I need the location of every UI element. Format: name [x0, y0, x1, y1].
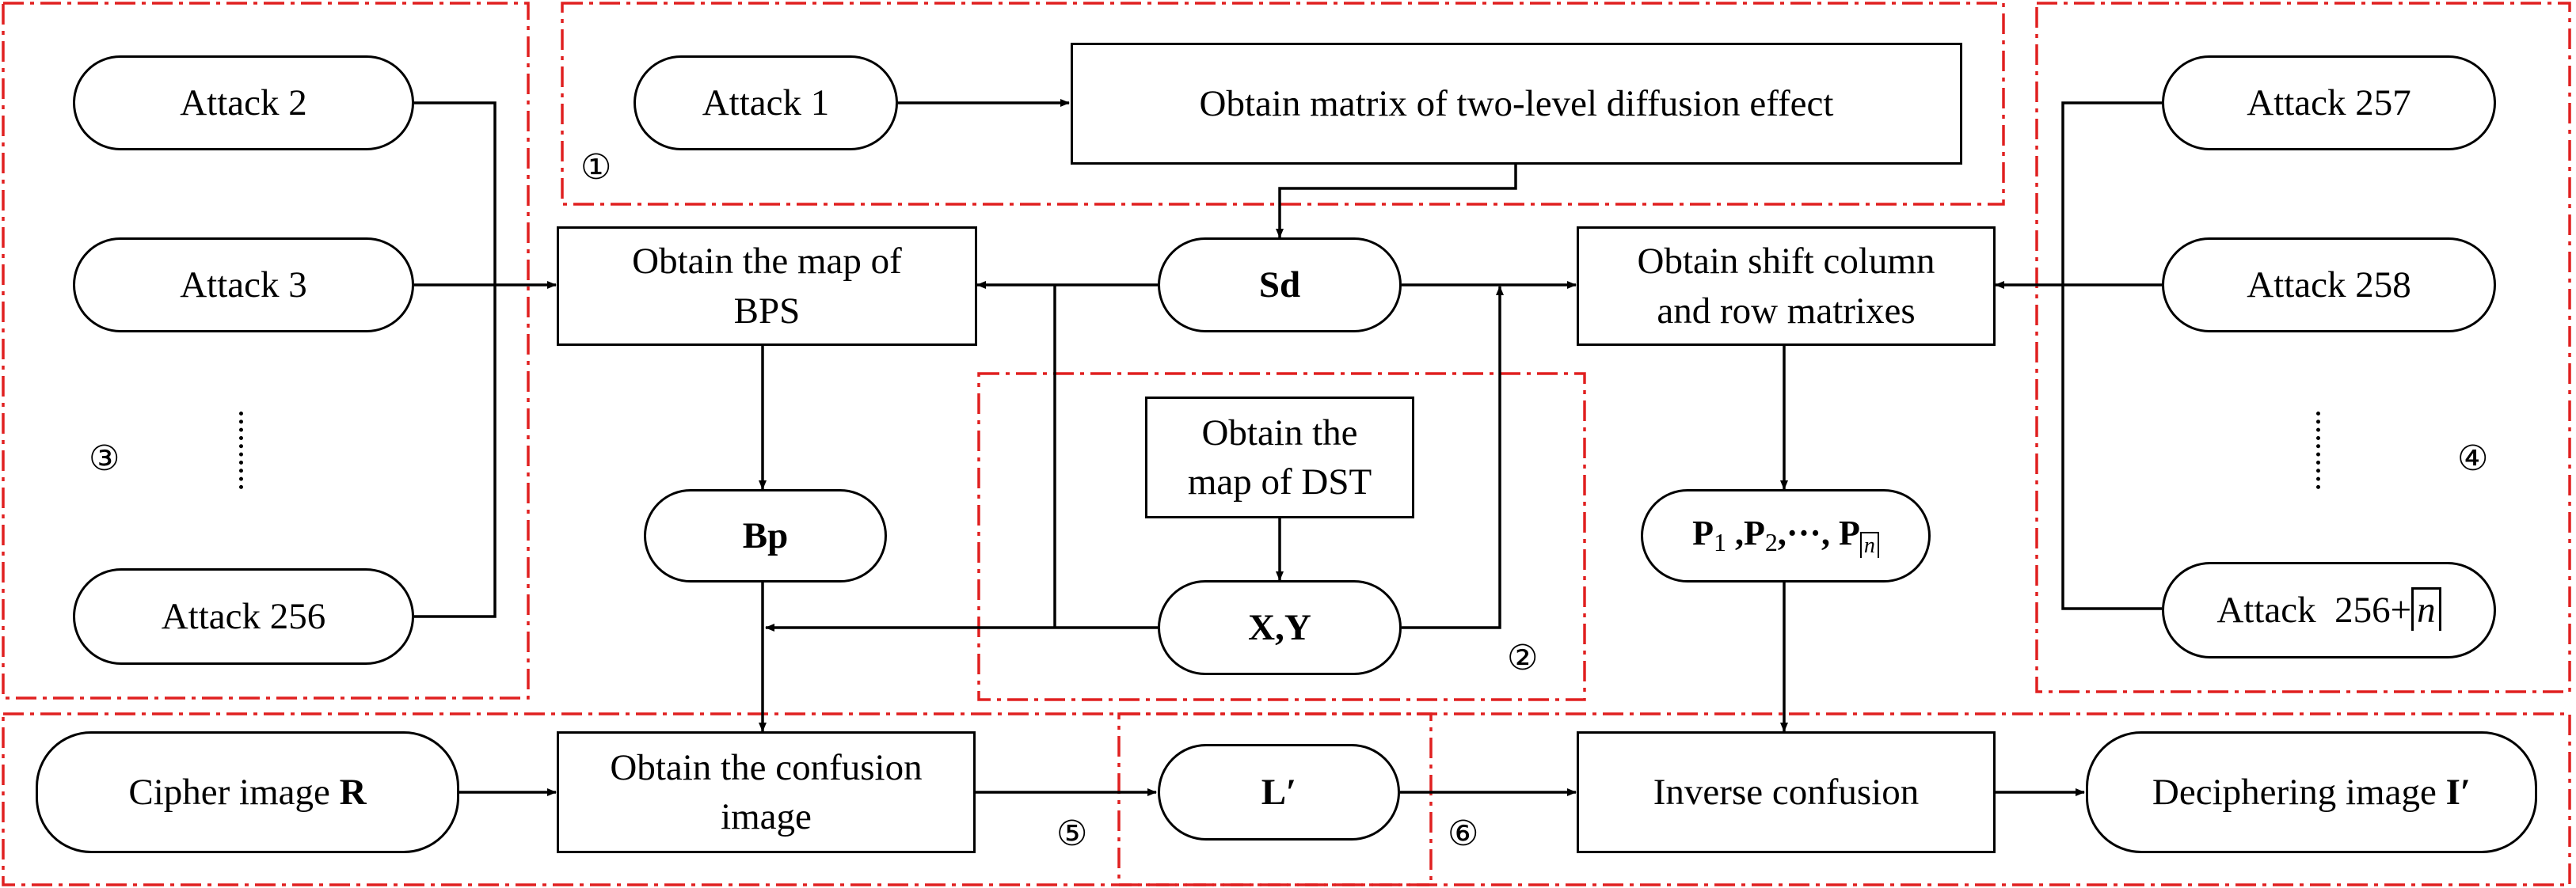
region-2-border — [977, 372, 1586, 701]
cipher-prefix: Cipher image — [128, 771, 340, 813]
attack-last-node: Attack 256+n — [2162, 562, 2496, 658]
l-prime-label: L′ — [1261, 771, 1297, 813]
region-6-number: ⑥ — [1448, 814, 1479, 854]
diffusion-matrix-box: Obtain matrix of two-level diffusion eff… — [1071, 43, 1962, 165]
p-sep2: ,···, — [1777, 514, 1839, 553]
attack-last-number: 256 — [2334, 589, 2391, 631]
cipher-image-node: Cipher image R — [36, 731, 459, 853]
region-4-border — [2035, 2, 2571, 693]
attack-last-plus: + — [2390, 589, 2412, 631]
attack-257-label: Attack 257 — [2247, 82, 2411, 123]
region-3-border — [2, 2, 530, 700]
region-1-border — [561, 2, 2005, 206]
sd-node: Sd — [1158, 237, 1402, 332]
inverse-confusion-box: Inverse confusion — [1577, 731, 1996, 853]
attack-256-label: Attack 256 — [161, 595, 326, 637]
line-attack257-merge — [2061, 101, 2162, 610]
attack-258-label: Attack 258 — [2247, 264, 2411, 305]
line-attack2-merge — [414, 101, 497, 618]
confusion-image-box: Obtain the confusion image — [557, 731, 976, 853]
p-sep1: , — [1726, 514, 1745, 553]
region-2-number: ② — [1507, 638, 1539, 678]
diffusion-matrix-label: Obtain matrix of two-level diffusion eff… — [1199, 82, 1834, 124]
cipher-image-label: Cipher image R — [128, 768, 366, 817]
arrow-diffusion-to-sd — [1276, 165, 1517, 238]
ellipsis-right — [2316, 412, 2328, 489]
attack-2-node: Attack 2 — [73, 55, 414, 150]
attack-257-node: Attack 257 — [2162, 55, 2496, 150]
attack-last-prefix: Attack — [2216, 589, 2316, 631]
bps-map-line2: BPS — [733, 290, 801, 332]
attack-3-node: Attack 3 — [73, 237, 414, 332]
attack-2-label: Attack 2 — [180, 82, 307, 123]
attack-last-label: Attack 256+n — [2216, 586, 2441, 635]
dst-map-box: Obtain the map of DST — [1145, 397, 1414, 518]
bps-map-line1: Obtain the map of — [632, 241, 902, 283]
shift-line2: and row matrixes — [1657, 290, 1916, 332]
deciphering-image-label: Deciphering image I′ — [2152, 768, 2471, 817]
xy-label: X,Y — [1248, 606, 1311, 648]
attack-1-node: Attack 1 — [634, 55, 898, 150]
attack-256-node: Attack 256 — [73, 568, 414, 665]
region-6-border — [1117, 712, 2571, 886]
deciphering-image-node: Deciphering image I′ — [2086, 731, 2537, 853]
dst-line1: Obtain the — [1201, 412, 1358, 453]
region-1-number: ① — [580, 147, 612, 188]
confusion-line1: Obtain the confusion — [610, 746, 923, 788]
p-last: P — [1838, 514, 1860, 553]
p-first: P — [1692, 514, 1714, 553]
arrow-xy-to-shift-line — [1402, 286, 1504, 629]
inverse-confusion-label: Inverse confusion — [1653, 771, 1920, 813]
shift-line1: Obtain shift column — [1637, 241, 1935, 283]
attack-258-node: Attack 258 — [2162, 237, 2496, 332]
region-5-border — [2, 712, 1433, 886]
ellipsis-left — [239, 412, 251, 489]
p-second-sub: 2 — [1764, 528, 1778, 557]
bps-map-box: Obtain the map of BPS — [557, 226, 977, 346]
decipher-prefix: Deciphering image — [2152, 771, 2446, 813]
confusion-line2: image — [721, 796, 812, 837]
attack-3-label: Attack 3 — [180, 264, 307, 305]
sd-label: Sd — [1258, 264, 1301, 305]
bp-label: Bp — [742, 514, 789, 556]
dst-line2: map of DST — [1187, 461, 1372, 503]
region-4-number: ④ — [2457, 438, 2489, 479]
cipher-var: R — [339, 771, 367, 813]
region-3-number: ③ — [89, 438, 120, 479]
p-second: P — [1744, 514, 1765, 553]
region-5-number: ⑤ — [1056, 814, 1088, 854]
attack-last-ceil-var: n — [2411, 586, 2441, 631]
bp-node: Bp — [644, 489, 887, 583]
l-prime-node: L′ — [1158, 744, 1400, 841]
attack-1-label: Attack 1 — [702, 82, 830, 123]
xy-node: X,Y — [1158, 580, 1402, 675]
decipher-var: I′ — [2445, 771, 2471, 813]
p-first-sub: 1 — [1714, 528, 1727, 557]
shift-matrixes-box: Obtain shift column and row matrixes — [1577, 226, 1996, 346]
p-last-sub: n — [1859, 532, 1879, 559]
